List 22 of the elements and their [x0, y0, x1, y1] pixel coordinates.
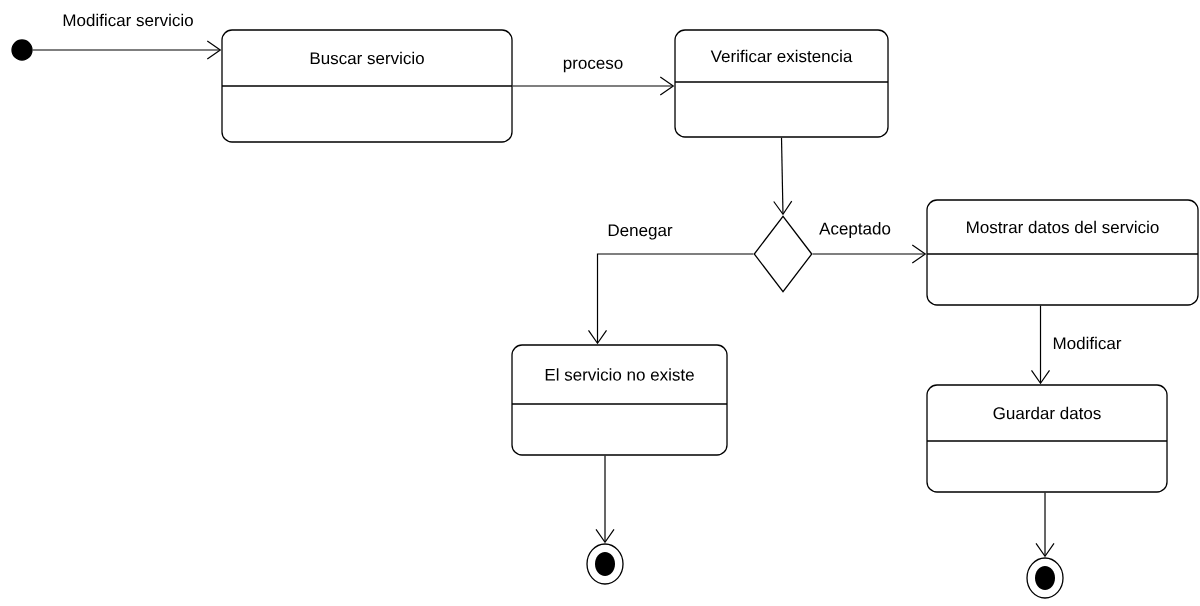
- state-box: Mostrar datos del servicio: [926, 199, 1199, 306]
- state-box: Guardar datos: [926, 384, 1168, 493]
- edge-label: Denegar: [606, 223, 674, 241]
- arrow: [773, 137, 793, 216]
- arrow: [1030, 305, 1051, 385]
- initial-node: [11, 39, 33, 61]
- edge-label: proceso: [561, 58, 625, 74]
- state-box: Verificar existencia: [674, 29, 889, 138]
- state-box: El servicio no existe: [511, 344, 728, 456]
- arrow: [595, 455, 615, 544]
- final-node: [1026, 557, 1064, 599]
- final-node: [586, 543, 624, 585]
- arrow: [32, 40, 222, 60]
- edge-label: Modificar servicio: [61, 12, 195, 28]
- arrow: [512, 76, 675, 96]
- decision-diamond: [753, 215, 813, 293]
- edge-label: Aceptado: [818, 221, 892, 239]
- state-box: Buscar servicio: [221, 29, 513, 143]
- arrow: [1035, 492, 1055, 558]
- arrow: [587, 253, 754, 345]
- edge-label: Modificar: [1051, 335, 1123, 351]
- arrow: [812, 244, 927, 264]
